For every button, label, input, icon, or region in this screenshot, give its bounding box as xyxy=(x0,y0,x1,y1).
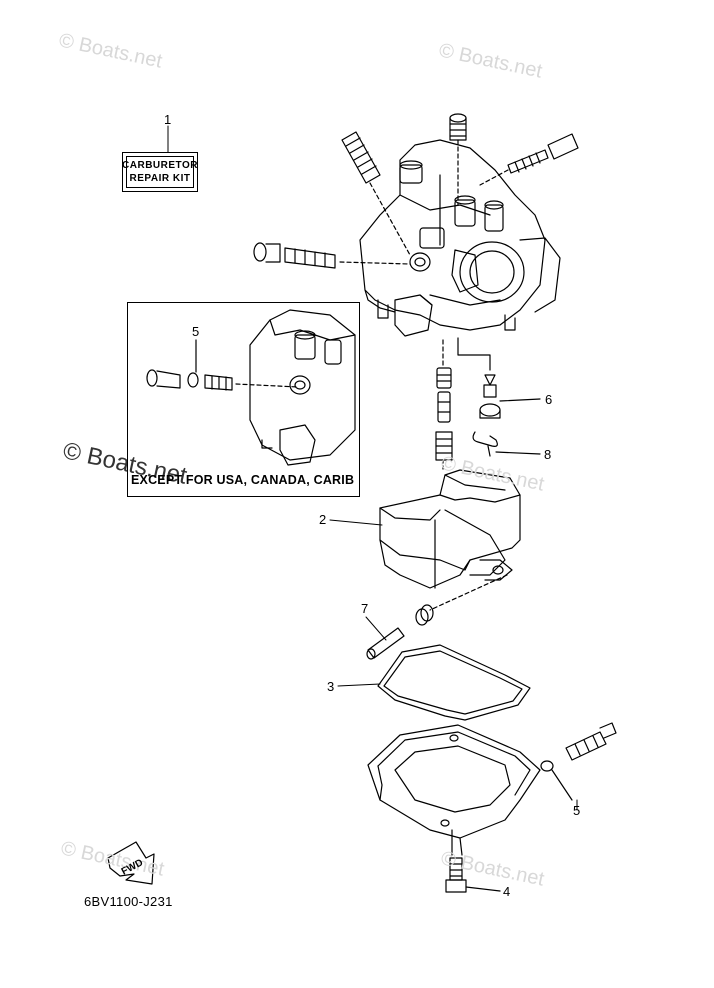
callout-5-inset: 5 xyxy=(192,324,200,339)
float-bowl-gasket xyxy=(377,644,531,721)
repair-kit-line1: CARBURETOR xyxy=(122,160,198,171)
needle-valve xyxy=(457,337,541,419)
float xyxy=(379,469,521,611)
float-pin xyxy=(366,604,434,660)
callout-3: 3 xyxy=(327,679,335,694)
callout-1: 1 xyxy=(164,112,172,127)
callout-2: 2 xyxy=(319,512,327,527)
callout-7: 7 xyxy=(361,601,369,616)
main-jet-assembly xyxy=(435,339,453,471)
callout-6: 6 xyxy=(545,392,553,407)
pilot-screw-assembly xyxy=(341,131,411,256)
mixture-screw xyxy=(253,242,411,269)
leader-lines xyxy=(167,125,578,811)
repair-kit-line2: REPAIR KIT xyxy=(129,173,191,184)
diagram-code: 6BV1100-J231 xyxy=(84,894,173,909)
callout-8: 8 xyxy=(544,447,552,462)
repair-kit-label: CARBURETOR REPAIR KIT xyxy=(122,152,198,192)
fwd-arrow-icon xyxy=(107,841,155,885)
callout-4: 4 xyxy=(503,884,511,899)
inset-caption: EXCEPT FOR USA, CANADA, CARIB xyxy=(131,473,355,487)
throttle-stop-screw xyxy=(449,113,467,206)
float-bowl xyxy=(367,724,541,856)
inset-box xyxy=(127,302,360,497)
float-pin-clip xyxy=(472,431,541,457)
callout-5: 5 xyxy=(573,803,581,818)
idle-screw-spring xyxy=(479,133,579,186)
drain-screw xyxy=(445,857,501,893)
bowl-side-screw xyxy=(540,722,617,801)
carburetor-body xyxy=(359,139,561,337)
